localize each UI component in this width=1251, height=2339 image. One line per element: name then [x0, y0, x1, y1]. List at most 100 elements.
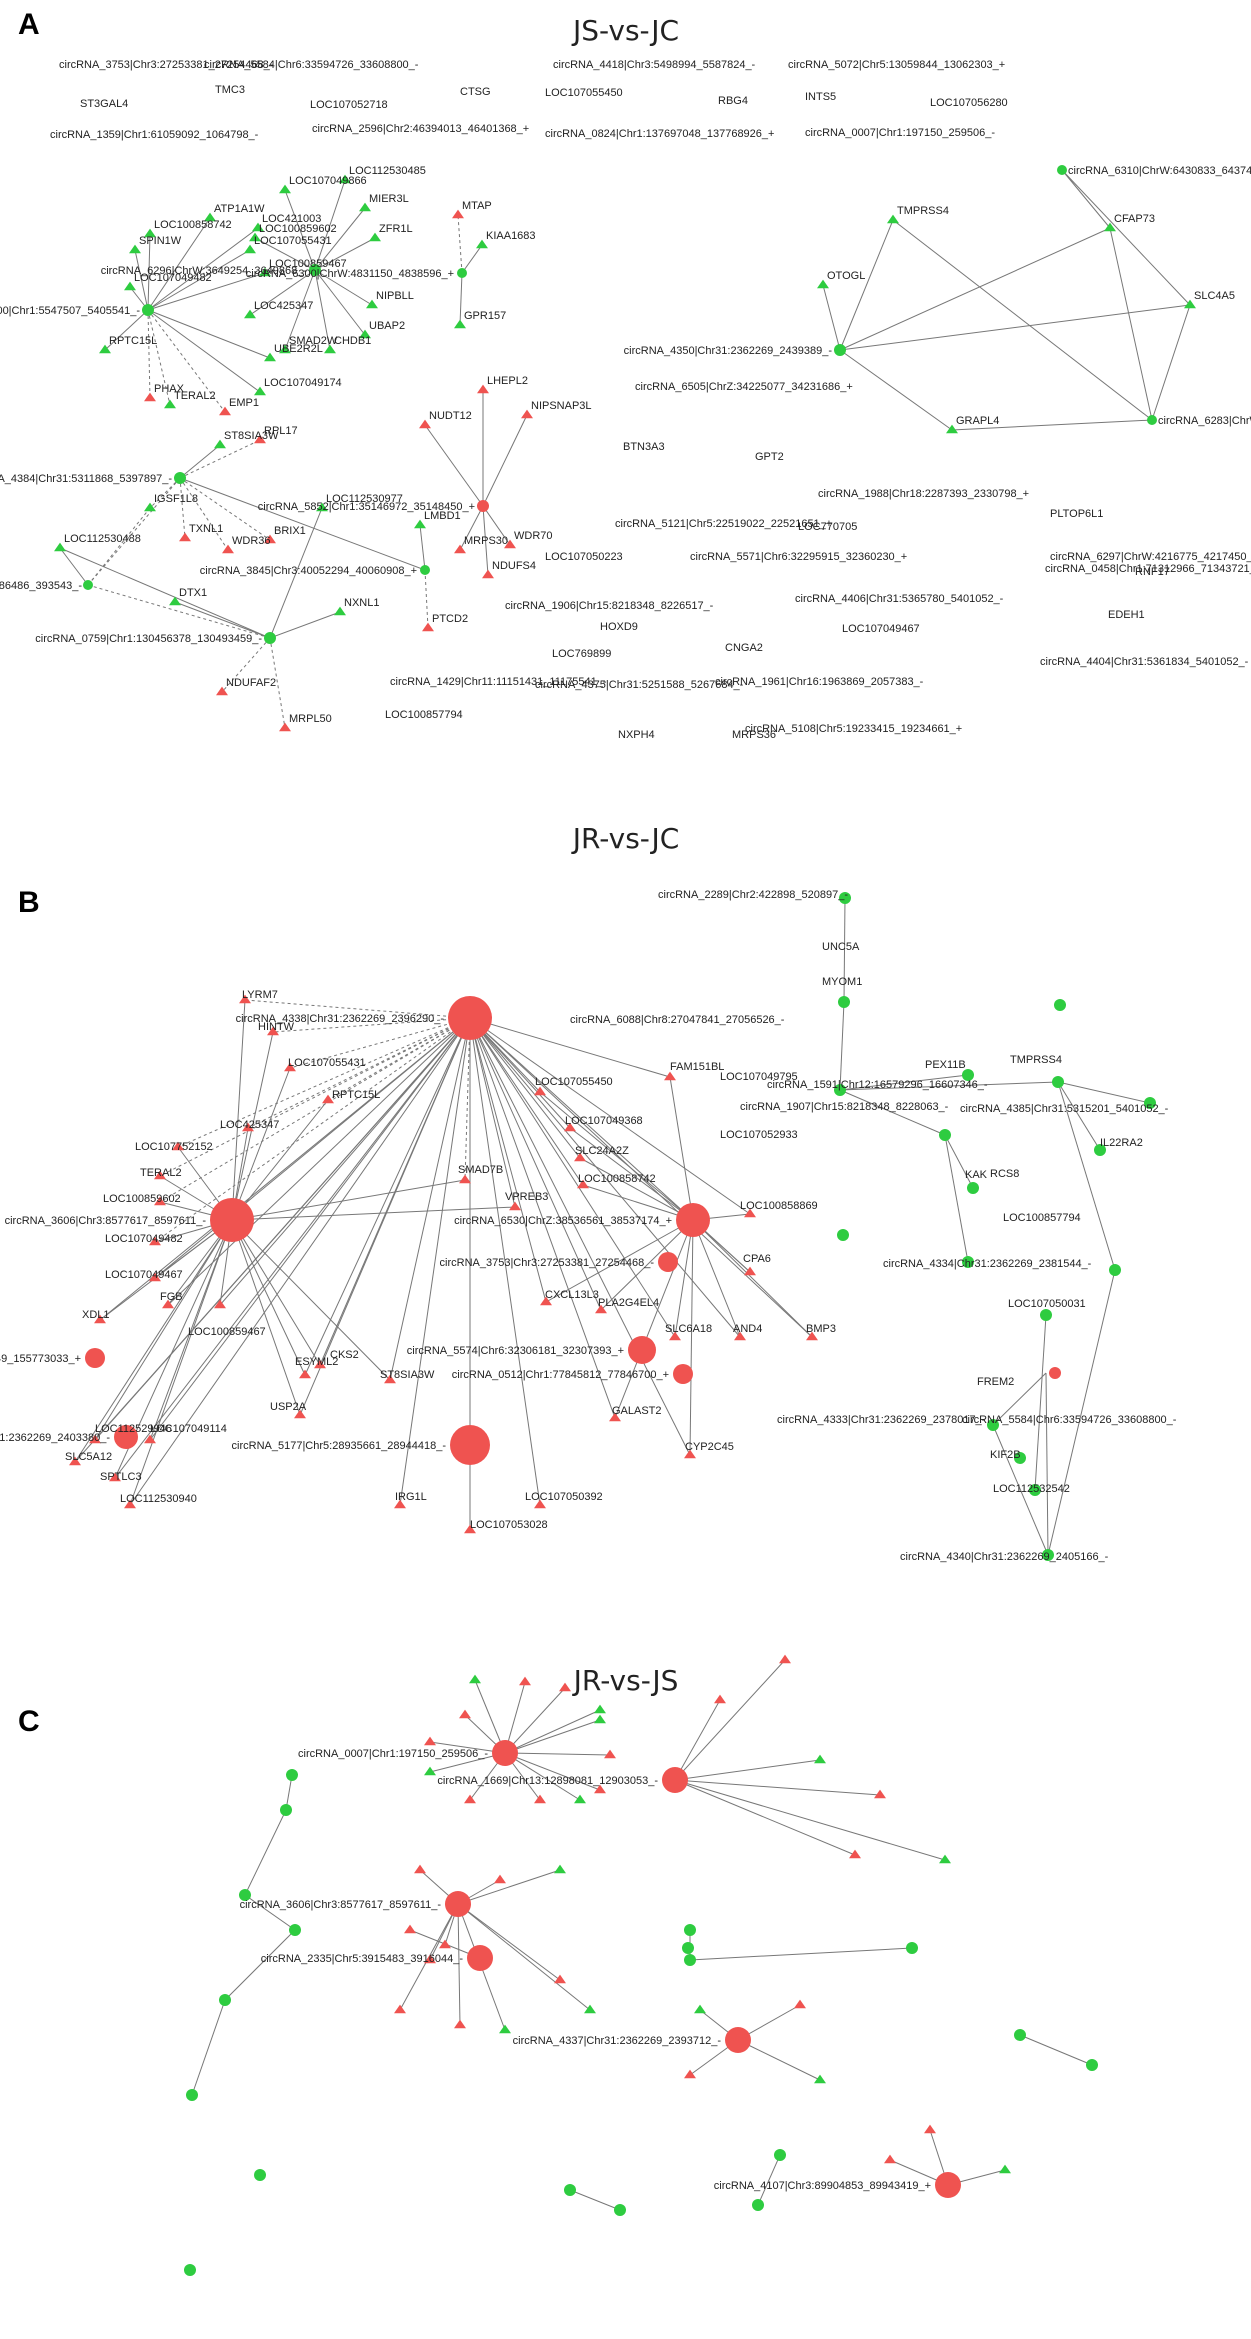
circrna-hub-node — [676, 1203, 710, 1237]
network-edge — [269, 507, 323, 639]
node-label-b: IL22RA2 — [1100, 1137, 1143, 1149]
network-edge — [74, 1017, 471, 1463]
gene-node — [424, 1736, 436, 1746]
network-edge — [674, 1659, 786, 1781]
circrna-hub-node — [174, 472, 186, 484]
network-edge — [147, 309, 261, 393]
network-edge — [892, 219, 1153, 421]
network-edge — [389, 1017, 471, 1381]
network-edge — [504, 1687, 566, 1754]
gene-node — [454, 544, 466, 554]
network-edge — [177, 1017, 471, 1148]
network-edge — [469, 1017, 547, 1303]
circrna-hub-label: circRNA_6530|ChrZ:38536561_38537174_+ — [454, 1215, 672, 1227]
network-edge — [231, 1067, 291, 1221]
network-edge — [159, 1017, 471, 1203]
gene-node — [999, 2164, 1011, 2174]
network-edge — [231, 1219, 391, 1381]
gene-node — [714, 1694, 726, 1704]
node-label-b: LOC107055431 — [288, 1057, 366, 1069]
network-edge — [839, 1089, 946, 1136]
gene-node — [887, 214, 899, 224]
gene-node — [184, 2264, 196, 2276]
circrna-hub-label: circRNA_2335|Chr5:3915483_3916044_- — [261, 1953, 464, 1965]
node-label-b: LOC100858869 — [740, 1200, 818, 1212]
gene-node — [279, 184, 291, 194]
gene-node — [384, 1374, 396, 1384]
node-label-a: LOC107050223 — [545, 551, 623, 563]
gene-node — [259, 267, 271, 277]
network-edge — [1047, 1269, 1116, 1556]
network-edge — [149, 1219, 233, 1441]
circrna-hub-node — [448, 996, 492, 1040]
circrna-hub-label: circRNA_6296|ChrW:3649254_3649868_- — [101, 265, 308, 277]
node-label-b: circRNA_5584|Chr6:33594726_33608800_- — [962, 1414, 1177, 1426]
gene-label: CFAP73 — [1114, 213, 1155, 225]
gene-node — [394, 2004, 406, 2014]
network-edge — [469, 1017, 813, 1338]
node-label-b: TERAL2 — [140, 1167, 182, 1179]
gene-node — [124, 281, 136, 291]
network-edge — [482, 414, 528, 507]
circrna-hub-node — [628, 1336, 656, 1364]
gene-node — [946, 424, 958, 434]
node-label-a: MRPS36 — [732, 729, 776, 741]
node-label-b: ST8SIA3W — [380, 1369, 435, 1381]
node-label-a: circRNA_1906|Chr15:8218348_8226517_- — [505, 600, 714, 612]
network-edge — [247, 1017, 471, 1129]
panel-title-a: JS-vs-JC — [571, 14, 679, 47]
network-edge — [614, 1219, 694, 1419]
node-label-b: XDL1 — [82, 1309, 110, 1321]
gene-node — [684, 1954, 696, 1966]
network-edge — [114, 1017, 471, 1479]
gene-node — [169, 596, 181, 606]
node-label-a: circRNA_3753|Chr3:27253381_27254468_- — [59, 59, 274, 71]
gene-node — [1184, 299, 1196, 309]
gene-label: NDUFAF2 — [226, 677, 276, 689]
gene-node — [144, 392, 156, 402]
network-edge — [299, 1017, 471, 1416]
circrna-hub-node — [83, 580, 93, 590]
network-edge — [314, 269, 366, 336]
node-label-a: LOC769899 — [552, 648, 611, 660]
panel-title-c: JR-vs-JS — [572, 1664, 679, 1697]
network-edge — [469, 1017, 541, 1506]
gene-node — [1052, 1076, 1064, 1088]
network-edge — [545, 1219, 694, 1303]
gene-label: EMP1 — [229, 397, 259, 409]
gene-node — [939, 1854, 951, 1864]
network-edge — [1057, 1081, 1116, 1271]
network-edge — [314, 269, 331, 351]
gene-node — [962, 1069, 974, 1081]
gene-node — [99, 344, 111, 354]
gene-label: NXNL1 — [344, 597, 379, 609]
gene-node — [987, 1419, 999, 1431]
network-edge — [249, 269, 316, 316]
node-label-a: BTN3A3 — [623, 441, 665, 453]
network-edge — [839, 219, 894, 351]
gene-node — [849, 1849, 861, 1859]
network-edge — [839, 227, 1111, 351]
gene-label: BRIX1 — [274, 525, 306, 537]
network-edge — [314, 179, 346, 271]
gene-label: UBAP2 — [369, 320, 405, 332]
network-edge — [461, 244, 483, 274]
gene-node — [499, 2024, 511, 2034]
node-label-a: circRNA_0824|Chr1:137697048_137768926_+ — [545, 128, 774, 140]
node-label-a: LOC100857794 — [385, 709, 463, 721]
network-edge — [244, 1809, 287, 1896]
node-label-a: CTSG — [460, 86, 491, 98]
gene-label: WDR36 — [232, 535, 271, 547]
circrna-hub-node — [935, 2172, 961, 2198]
gene-node — [838, 996, 850, 1008]
gene-node — [684, 1924, 696, 1936]
gene-node — [477, 384, 489, 394]
network-edge — [464, 1017, 471, 1181]
circrna-hub-label: circRNA_5852|Chr1:35146972_35148450_+ — [258, 501, 475, 513]
network-edge — [269, 611, 341, 639]
node-label-a: CNGA2 — [725, 642, 763, 654]
gene-node — [280, 1804, 292, 1816]
gene-node — [962, 1256, 974, 1268]
node-label-b: LYRM7 — [242, 989, 278, 1001]
network-edge — [231, 1179, 466, 1221]
